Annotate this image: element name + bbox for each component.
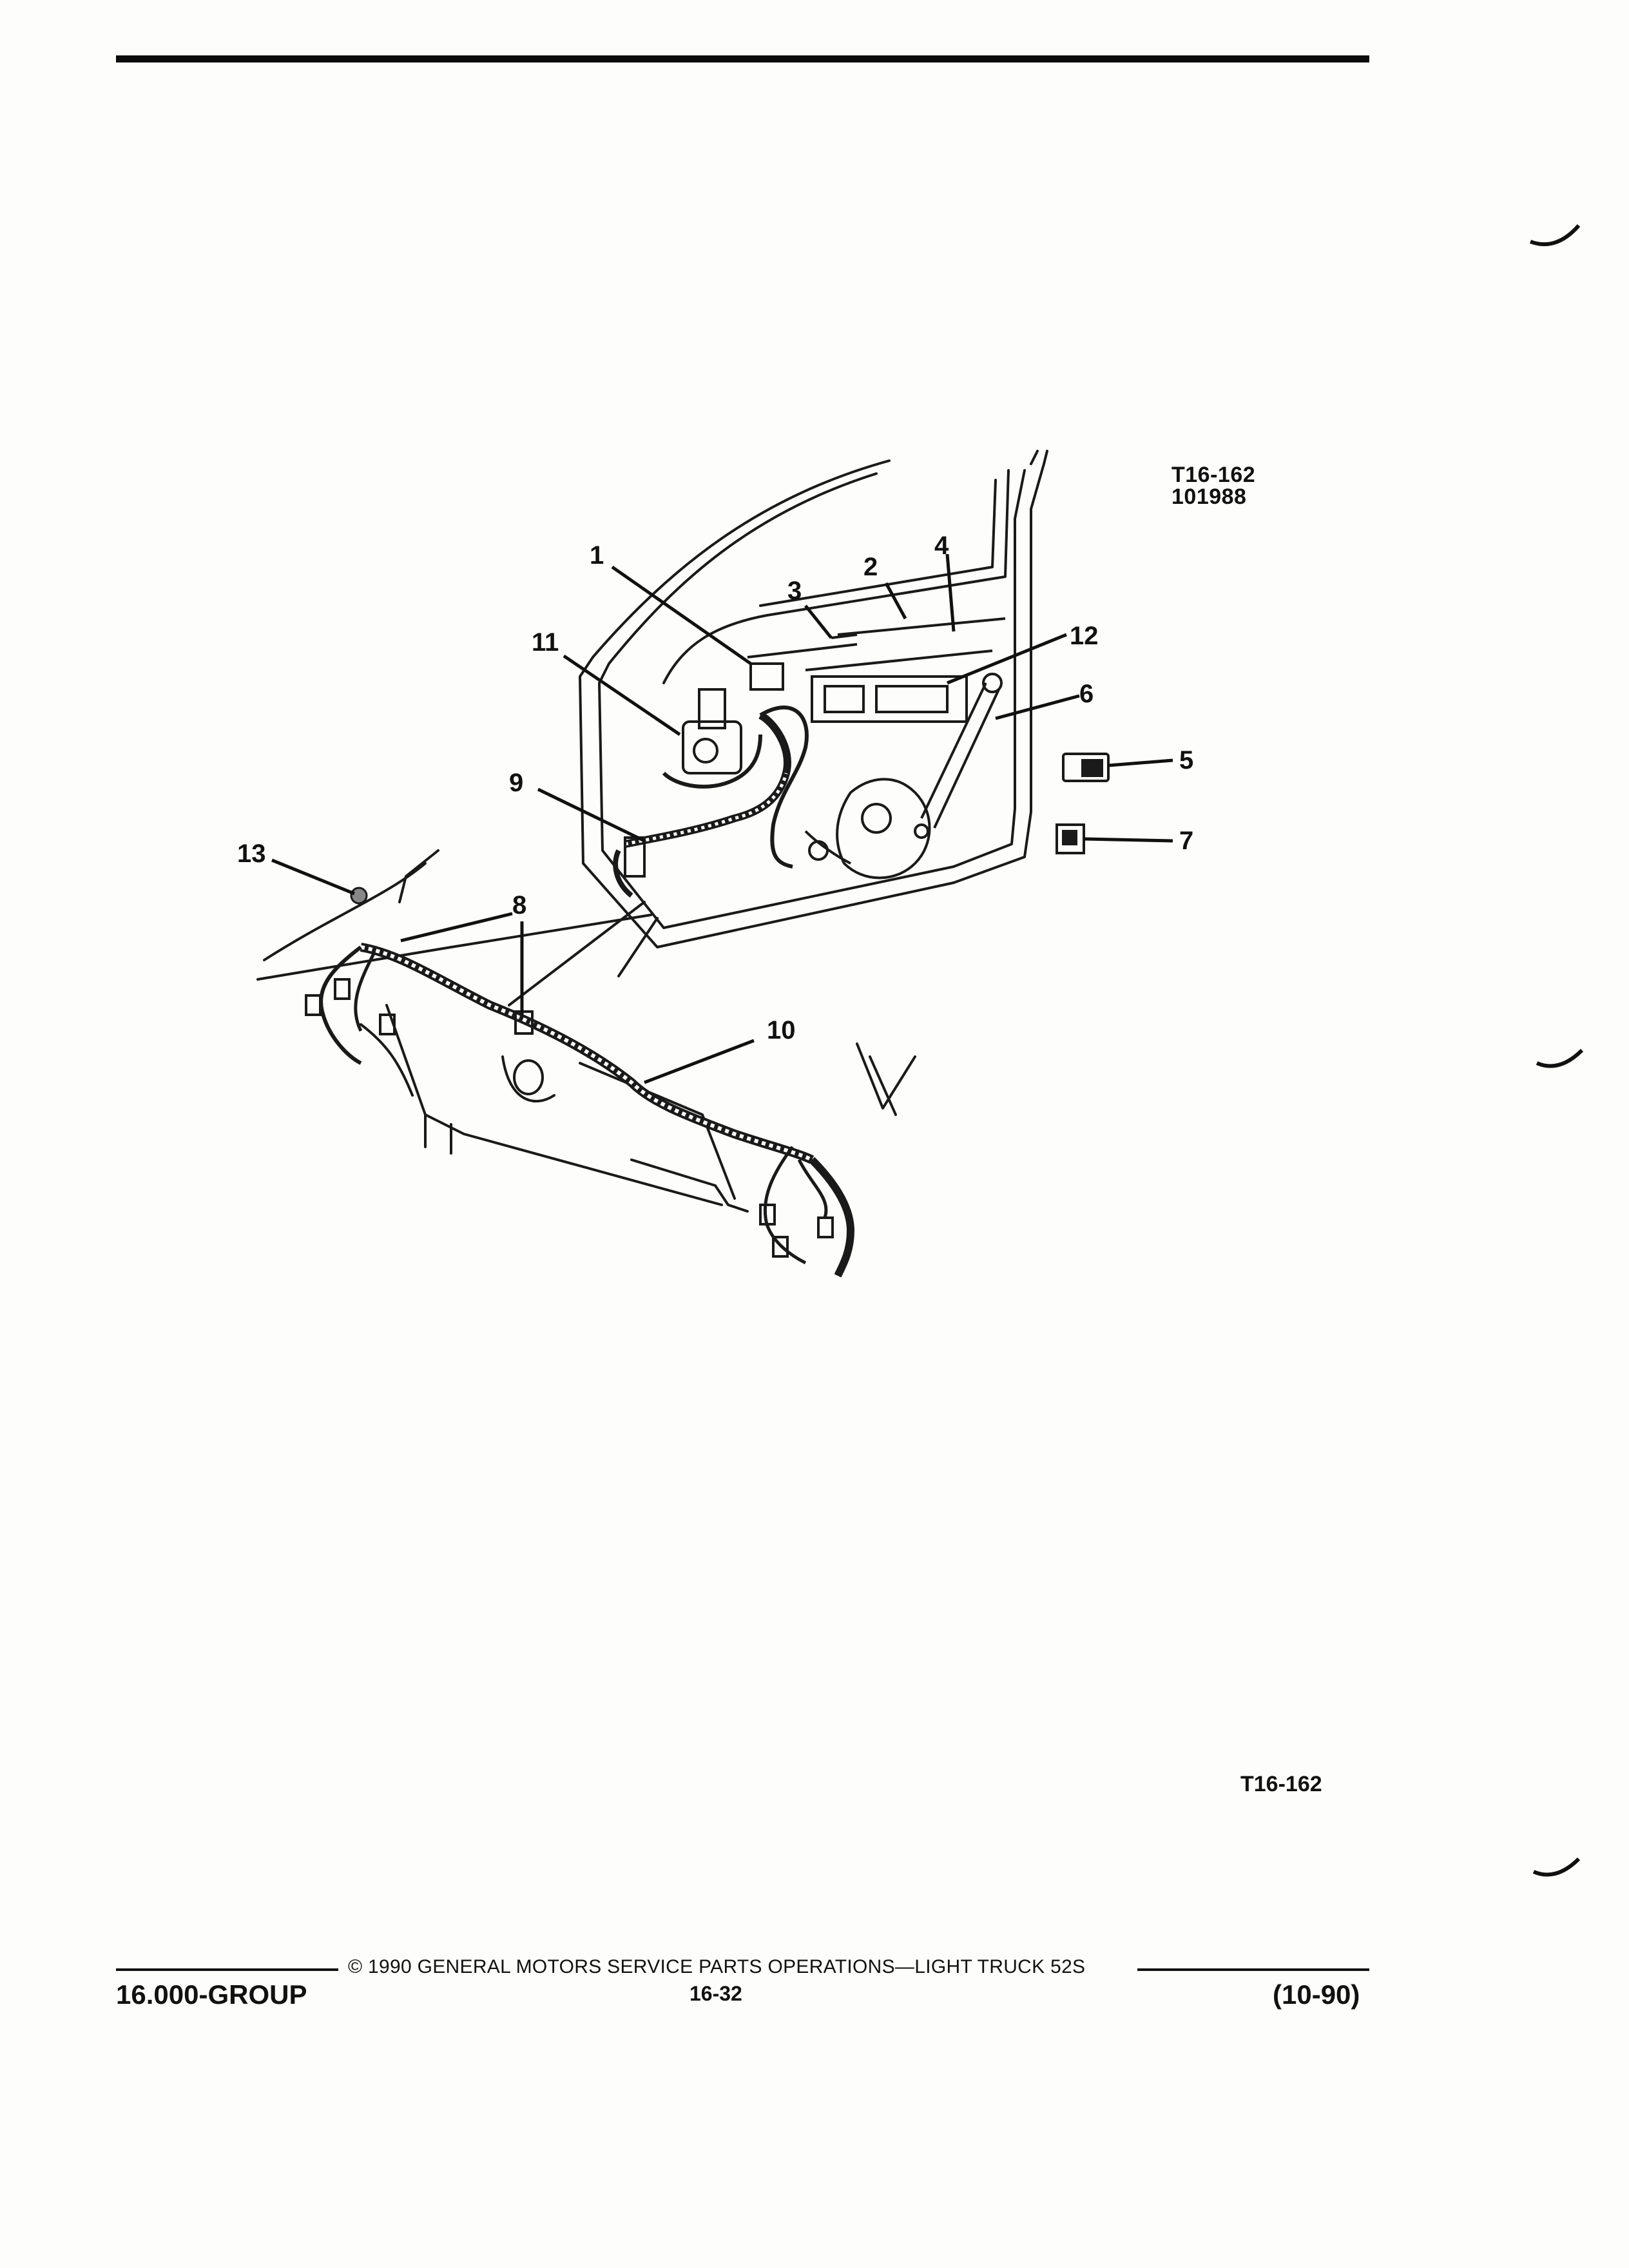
callout-5: 5 xyxy=(1179,746,1193,774)
clip-8 xyxy=(514,1010,534,1035)
reference-code-line2: 101988 xyxy=(1171,485,1247,509)
callout-9: 9 xyxy=(509,769,523,797)
callout-4: 4 xyxy=(934,532,949,560)
top-rule xyxy=(116,55,1369,62)
grommet-13 xyxy=(350,887,368,905)
footer-rule-right xyxy=(1137,1968,1369,1971)
binding-mark xyxy=(1529,224,1581,247)
footer-date: (10-90) xyxy=(1273,1979,1360,2010)
callout-8: 8 xyxy=(512,891,526,919)
footer-copyright: © 1990 GENERAL MOTORS SERVICE PARTS OPER… xyxy=(348,1956,1086,1977)
callout-12: 12 xyxy=(1070,622,1099,650)
callout-1: 1 xyxy=(590,541,604,570)
wiring-harness-10 xyxy=(305,943,855,1278)
door-components xyxy=(682,617,1006,879)
footer-rule-left xyxy=(116,1968,338,1971)
callout-3: 3 xyxy=(787,577,802,605)
callout-6: 6 xyxy=(1079,680,1094,708)
callout-13: 13 xyxy=(237,840,266,868)
wiring-harness-9 xyxy=(613,706,809,898)
callout-2: 2 xyxy=(863,553,878,581)
reference-code: T16-162 101988 xyxy=(1171,464,1255,508)
callout-10: 10 xyxy=(767,1016,796,1044)
footer-page-number: 16-32 xyxy=(689,1982,742,2005)
figure-code: T16-162 xyxy=(1240,1772,1322,1796)
binding-mark xyxy=(1532,1857,1581,1877)
leader-lines xyxy=(271,553,1173,1084)
binding-mark xyxy=(1536,1048,1584,1068)
reference-code-line1: T16-162 xyxy=(1171,463,1256,487)
door-outline xyxy=(256,450,1048,1213)
callout-7: 7 xyxy=(1179,827,1193,855)
callout-11: 11 xyxy=(532,628,559,657)
footer-group: 16.000-GROUP xyxy=(116,1979,307,2010)
